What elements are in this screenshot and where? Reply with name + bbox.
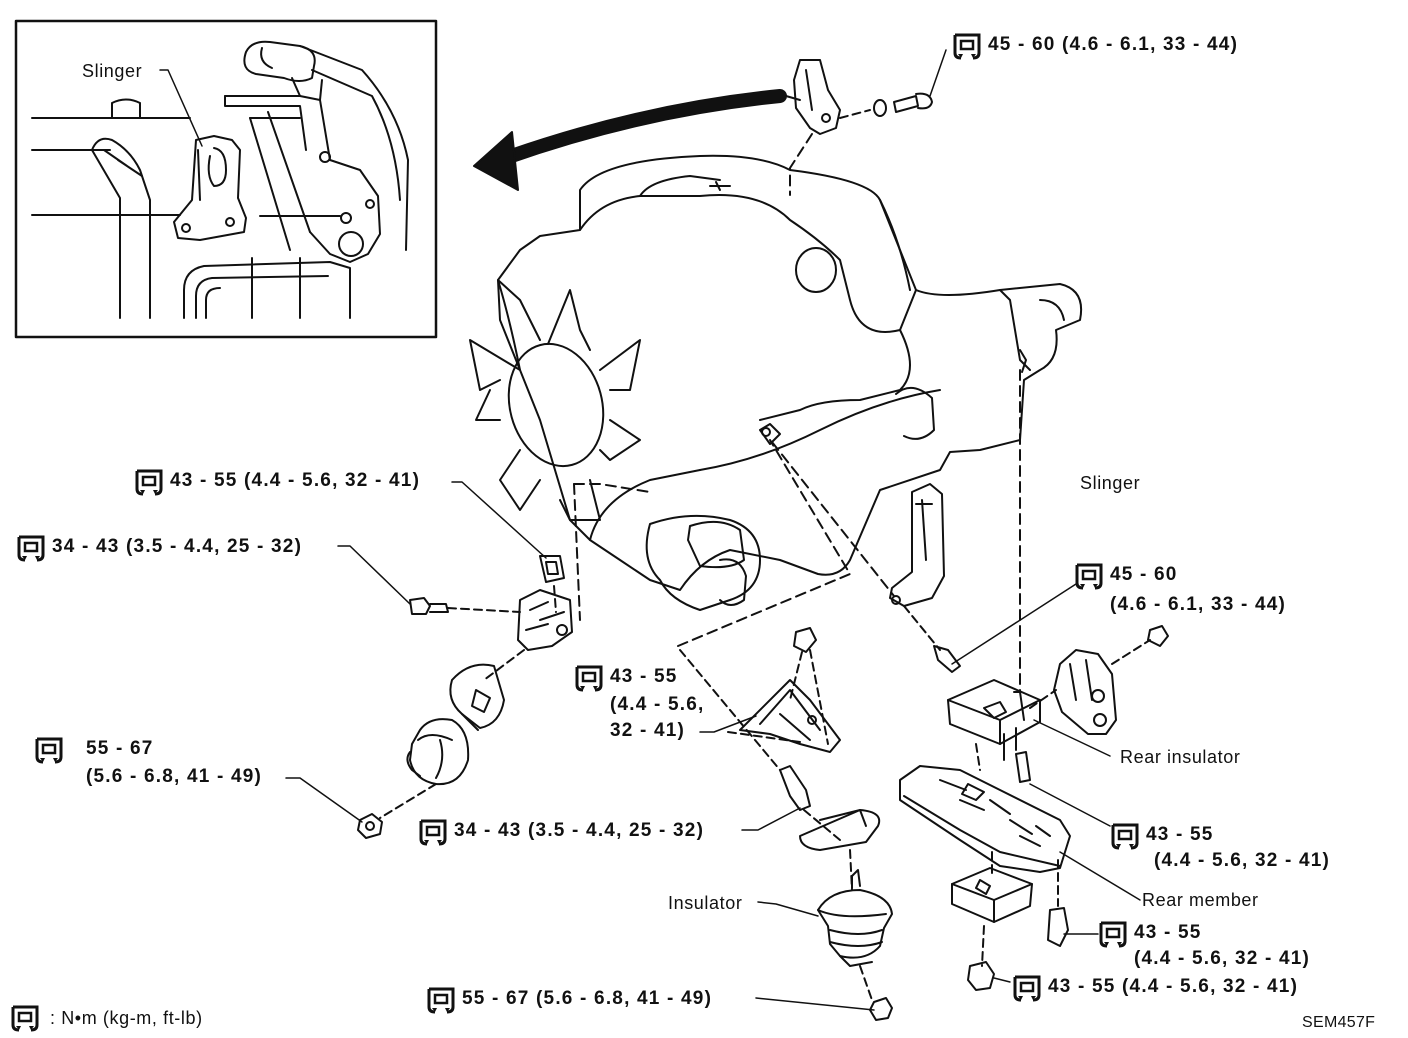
- torque-value: 43 - 55: [1146, 824, 1214, 845]
- torque-value: 43 - 55: [1134, 922, 1202, 943]
- torque-wrench-icon: [574, 664, 604, 692]
- torque-wrench-icon: [1074, 562, 1104, 590]
- slinger-label: Slinger: [1080, 473, 1141, 493]
- torque-wrench-icon: [1098, 920, 1128, 948]
- inset-detail: [14, 19, 438, 339]
- front-slinger-bracket: [785, 49, 947, 196]
- torque-value-line2: (4.4 - 5.6,: [610, 694, 705, 715]
- torque-value: 34 - 43 (3.5 - 4.4, 25 - 32): [454, 820, 705, 841]
- torque-wrench-icon: [418, 818, 448, 846]
- rear-insulator-label: Rear insulator: [1120, 747, 1241, 767]
- torque-value: 45 - 60 (4.6 - 6.1, 33 - 44): [988, 34, 1239, 55]
- torque-value-line2: (4.6 - 6.1, 33 - 44): [1110, 594, 1287, 615]
- torque-value: 43 - 55 (4.4 - 5.6, 32 - 41): [170, 470, 421, 491]
- unit-legend-text: : N•m (kg-m, ft-lb): [50, 1008, 203, 1028]
- torque-wrench-icon: [426, 986, 456, 1014]
- torque-value-line2: (5.6 - 6.8, 41 - 49): [86, 766, 263, 787]
- torque-value-line3: 32 - 41): [610, 720, 686, 741]
- engine-block: [469, 154, 1082, 693]
- cooling-fan: [469, 279, 641, 521]
- torque-value: 43 - 55 (4.4 - 5.6, 32 - 41): [1048, 976, 1299, 997]
- rear-mount-assembly: [889, 483, 1169, 991]
- left-front-mount: [357, 555, 573, 839]
- torque-value: 43 - 55: [610, 666, 678, 687]
- torque-wrench-icon: [952, 32, 982, 60]
- inset-slinger-label: Slinger: [82, 61, 143, 81]
- torque-value-line2: (4.4 - 5.6, 32 - 41): [1154, 850, 1331, 871]
- figure-code: SEM457F: [1302, 1014, 1376, 1031]
- torque-value: 45 - 60: [1110, 564, 1178, 585]
- torque-value: 55 - 67 (5.6 - 6.8, 41 - 49): [462, 988, 713, 1009]
- inset-callout-arrow: [473, 89, 787, 191]
- torque-wrench-icon: [134, 468, 164, 496]
- torque-wrench-icon: [10, 1004, 40, 1032]
- torque-value: 34 - 43 (3.5 - 4.4, 25 - 32): [52, 536, 303, 557]
- torque-wrench-icon: [1110, 822, 1140, 850]
- torque-value: 55 - 67: [86, 738, 154, 759]
- torque-wrench-icon: [34, 736, 64, 764]
- torque-wrench-icon: [1012, 974, 1042, 1002]
- torque-wrench-icon: [16, 534, 46, 562]
- callout-leaders: [285, 481, 875, 1011]
- torque-value-line2: (4.4 - 5.6, 32 - 41): [1134, 948, 1311, 969]
- center-mount: [679, 627, 893, 1021]
- rear-member-label: Rear member: [1142, 890, 1259, 910]
- insulator-label: Insulator: [668, 893, 743, 913]
